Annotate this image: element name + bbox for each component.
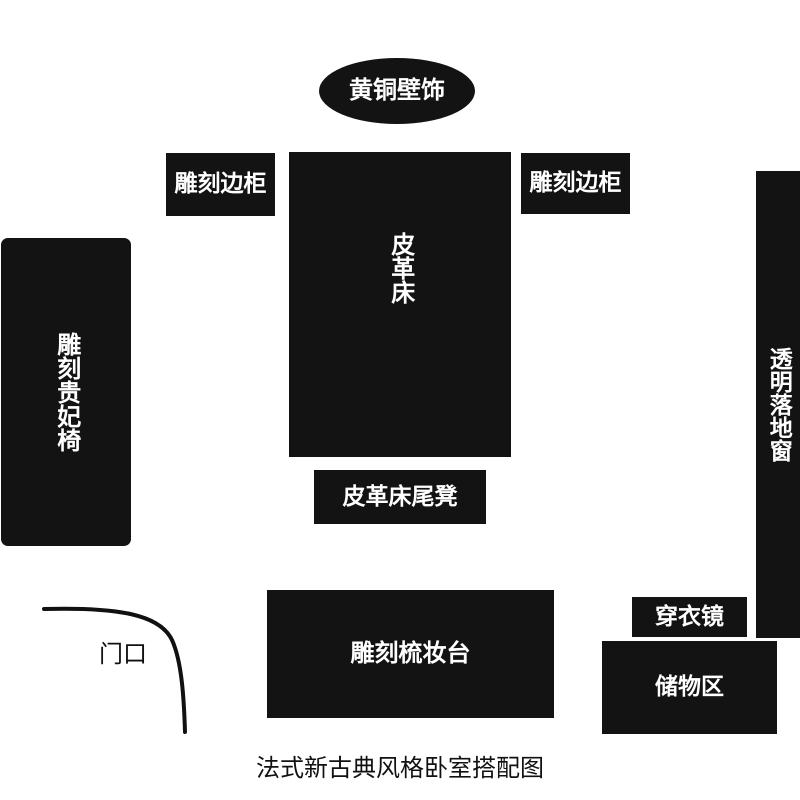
floor-window-label: 透明落地窗	[765, 347, 792, 462]
carved-dresser: 雕刻梳妆台	[267, 590, 554, 718]
storage-area-label: 储物区	[655, 674, 724, 701]
mirror-label: 穿衣镜	[655, 603, 724, 630]
carved-side-cabinet-right-label: 雕刻边柜	[529, 170, 622, 197]
leather-bed-bench-label: 皮革床尾凳	[342, 483, 458, 510]
carved-side-cabinet-right: 雕刻边柜	[521, 153, 630, 214]
diagram-title: 法式新古典风格卧室搭配图	[256, 754, 544, 782]
leather-bed-label: 皮革床	[386, 232, 415, 304]
leather-bed-bench: 皮革床尾凳	[314, 470, 486, 524]
carved-dresser-label: 雕刻梳妆台	[350, 639, 471, 668]
carved-side-cabinet-left: 雕刻边柜	[166, 153, 275, 216]
brass-wall-decor: 黄铜壁饰	[319, 58, 475, 124]
mirror: 穿衣镜	[632, 597, 747, 637]
floor-window: 透明落地窗	[756, 171, 800, 638]
leather-bed: 皮革床	[289, 152, 511, 457]
brass-wall-decor-label: 黄铜壁饰	[349, 76, 445, 105]
carved-lounge-chair: 雕刻贵妃椅	[1, 238, 131, 546]
carved-lounge-chair-label: 雕刻贵妃椅	[52, 332, 81, 452]
carved-side-cabinet-left-label: 雕刻边柜	[174, 171, 267, 198]
door-label: 门口	[99, 640, 147, 668]
storage-area: 储物区	[602, 641, 777, 734]
